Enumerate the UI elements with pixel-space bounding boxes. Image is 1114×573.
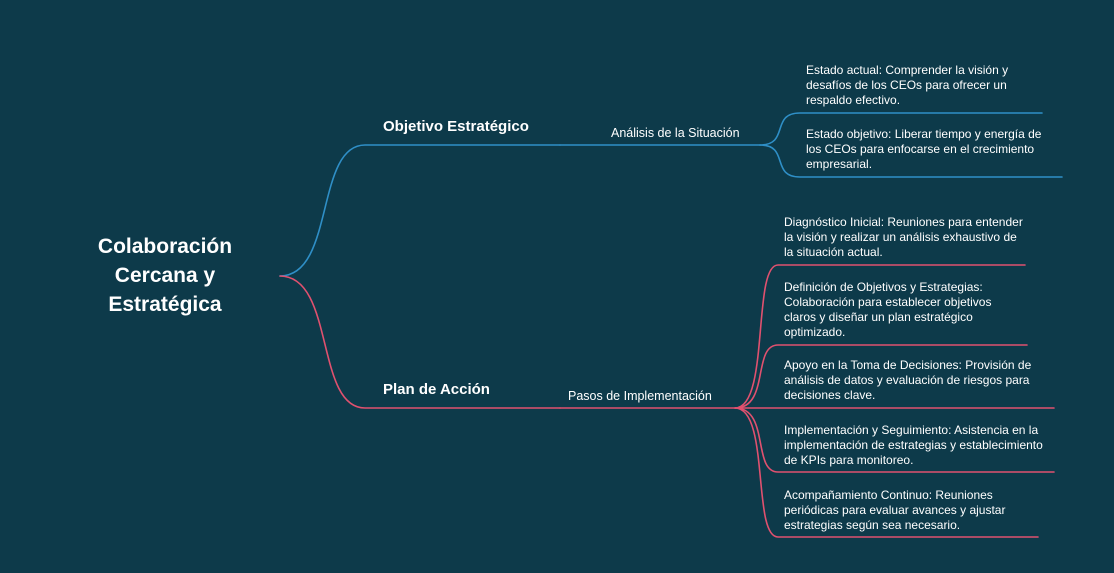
sub-branch-steps-label: Pasos de Implementación: [568, 389, 712, 403]
connector-steps-leaf-1: [734, 264, 1026, 409]
branch-objective-label: Objetivo Estratégico: [383, 118, 529, 135]
leaf-step-implementation: Implementación y Seguimiento: Asistencia…: [784, 423, 1043, 467]
connector-analysis-leaf-2: [759, 144, 1063, 178]
sub-branch-analysis-label: Análisis de la Situación: [611, 126, 740, 140]
connector-analysis-leaf-1: [759, 112, 1043, 146]
connector-steps-leaf-4: [734, 407, 1055, 473]
connector-root-objective: [279, 144, 561, 277]
leaf-target-state: Estado objetivo: Liberar tiempo y energí…: [806, 127, 1042, 171]
leaf-step-decisions: Apoyo en la Toma de Decisiones: Provisió…: [784, 358, 1032, 402]
connector-steps-leaf-5: [734, 407, 1039, 538]
leaf-current-state: Estado actual: Comprender la visión y de…: [806, 63, 1009, 107]
leaf-step-diagnostic: Diagnóstico Inicial: Reuniones para ente…: [784, 215, 1023, 259]
branch-action-label: Plan de Acción: [383, 381, 490, 398]
leaf-step-continuous: Acompañamiento Continuo: Reuniones perió…: [784, 488, 1006, 532]
root-topic: Colaboración Cercana y Estratégica: [97, 235, 233, 316]
connector-steps-leaf-2: [734, 344, 1028, 409]
connector-root-action: [279, 275, 561, 409]
leaf-step-objectives: Definición de Objetivos y Estrategias: C…: [784, 280, 992, 339]
